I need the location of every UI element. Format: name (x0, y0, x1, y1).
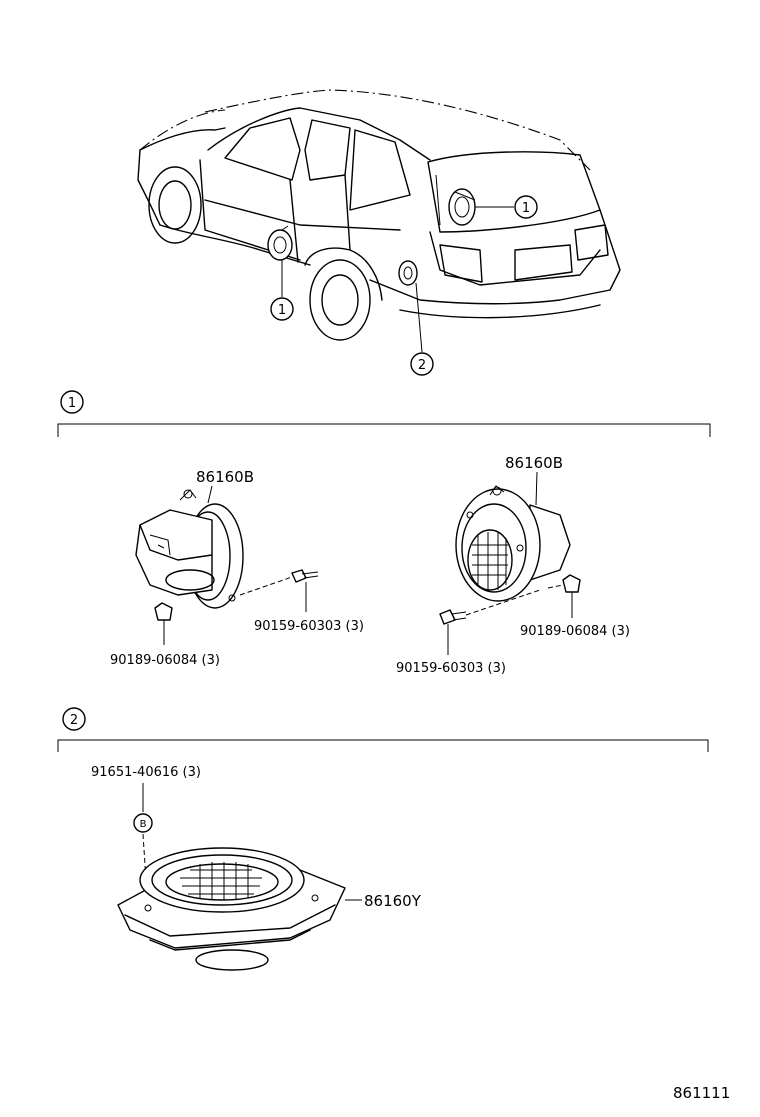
right-door-speaker (455, 485, 571, 602)
right-screw-icon (439, 609, 467, 625)
callout-2-quarter-label: 2 (418, 358, 426, 373)
left-screw-part-number: 90159-60303 (3) (254, 619, 364, 634)
section-2-marker-label: 2 (70, 713, 78, 728)
car-illustration (137, 89, 621, 341)
callout-1-rear (514, 195, 538, 219)
left-door-speaker (135, 489, 244, 609)
drawing-code: 861111 (673, 1084, 730, 1102)
callout-1-door-label: 1 (278, 303, 286, 318)
left-nut-part-number: 90189-06084 (3) (110, 653, 220, 668)
right-nut-part-number: 90189-06084 (3) (520, 624, 630, 639)
right-screw-part-number: 90159-60303 (3) (396, 661, 506, 676)
right-nut-icon (562, 574, 581, 593)
section-2-marker (62, 707, 86, 731)
right-speaker-part-number: 86160B (505, 454, 563, 472)
left-screw-icon (291, 569, 319, 583)
callout-1-rear-label: 1 (522, 201, 530, 216)
b-marker-label: B (140, 819, 147, 830)
rear-tray-speaker (117, 847, 346, 971)
left-nut-icon (154, 602, 173, 621)
b-marker (133, 813, 153, 833)
left-speaker-part-number: 86160B (196, 468, 254, 486)
callout-1-door (270, 297, 294, 321)
rear-screw-part-number: 91651-40616 (3) (91, 765, 201, 780)
section-1-marker (60, 390, 84, 414)
section-2-bracket (57, 739, 709, 752)
section-1-bracket (57, 423, 711, 437)
callout-2-quarter (410, 352, 434, 376)
section-1-marker-label: 1 (68, 396, 76, 411)
rear-speaker-part-number: 86160Y (364, 892, 422, 910)
